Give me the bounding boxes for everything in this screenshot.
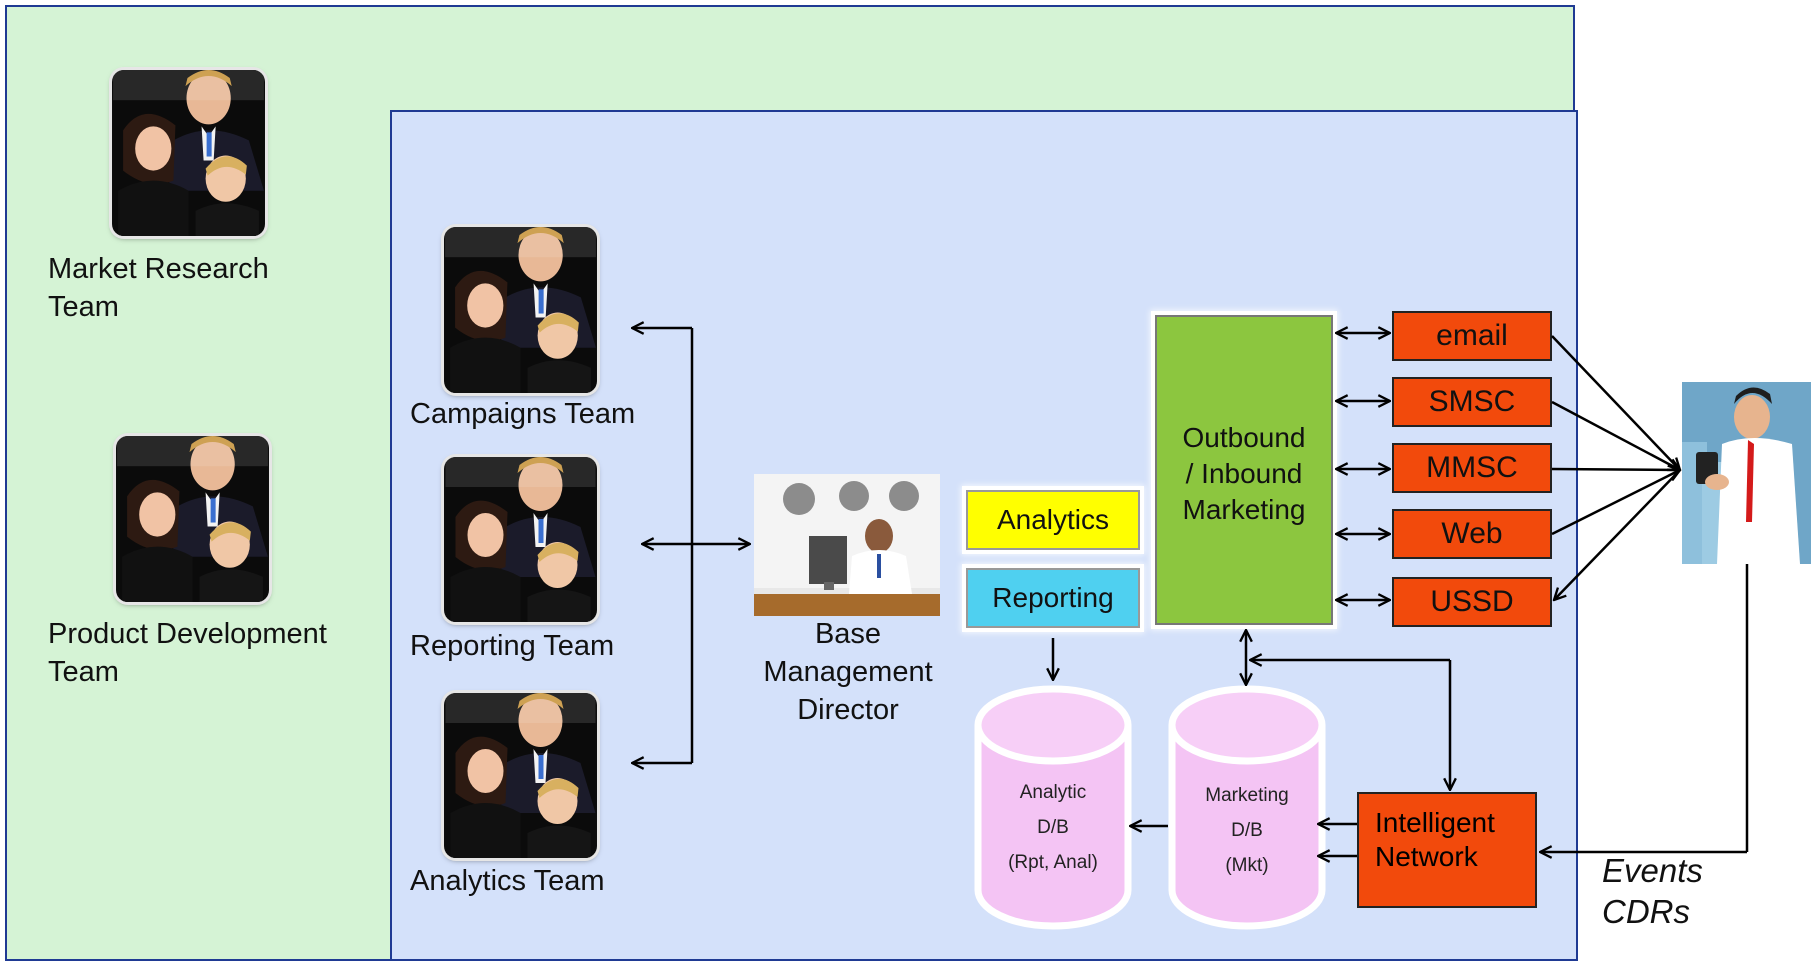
product-development-team-photo <box>116 436 269 602</box>
reporting-team-photo <box>444 457 597 622</box>
analytic-db-cylinder <box>974 685 1132 930</box>
reporting-team-label: Reporting Team <box>410 630 615 662</box>
outbound-inbound-marketing-box: Outbound / Inbound Marketing <box>1155 315 1333 625</box>
analytics-box: Analytics <box>966 490 1140 550</box>
market-research-team-label: Market Research Team <box>48 253 269 323</box>
analytics-team-label: Analytics Team <box>410 865 605 897</box>
analytics-team-photo <box>444 693 597 858</box>
channel-web: Web <box>1392 509 1552 559</box>
base-management-director-label: Base Management Director <box>763 618 933 726</box>
mobile-user-icon <box>1682 382 1811 564</box>
campaigns-team-photo <box>444 227 597 393</box>
channel-ussd: USSD <box>1392 577 1552 627</box>
events-cdrs-label: Events CDRs <box>1602 852 1703 930</box>
marketing-db-label: Marketing D/B (Mkt) <box>1205 785 1289 876</box>
channel-smsc: SMSC <box>1392 377 1552 427</box>
analytic-db-label: Analytic D/B (Rpt, Anal) <box>1008 782 1098 873</box>
campaigns-team-label: Campaigns Team <box>410 398 636 430</box>
marketing-db-cylinder <box>1168 685 1326 930</box>
channel-mmsc: MMSC <box>1392 443 1552 493</box>
product-development-team-label: Product Development Team <box>48 618 327 688</box>
call-center-photo <box>754 474 940 616</box>
market-research-team-photo <box>112 70 265 236</box>
reporting-box: Reporting <box>966 568 1140 628</box>
intelligent-network-box: Intelligent Network <box>1357 792 1537 908</box>
channel-email: email <box>1392 311 1552 361</box>
